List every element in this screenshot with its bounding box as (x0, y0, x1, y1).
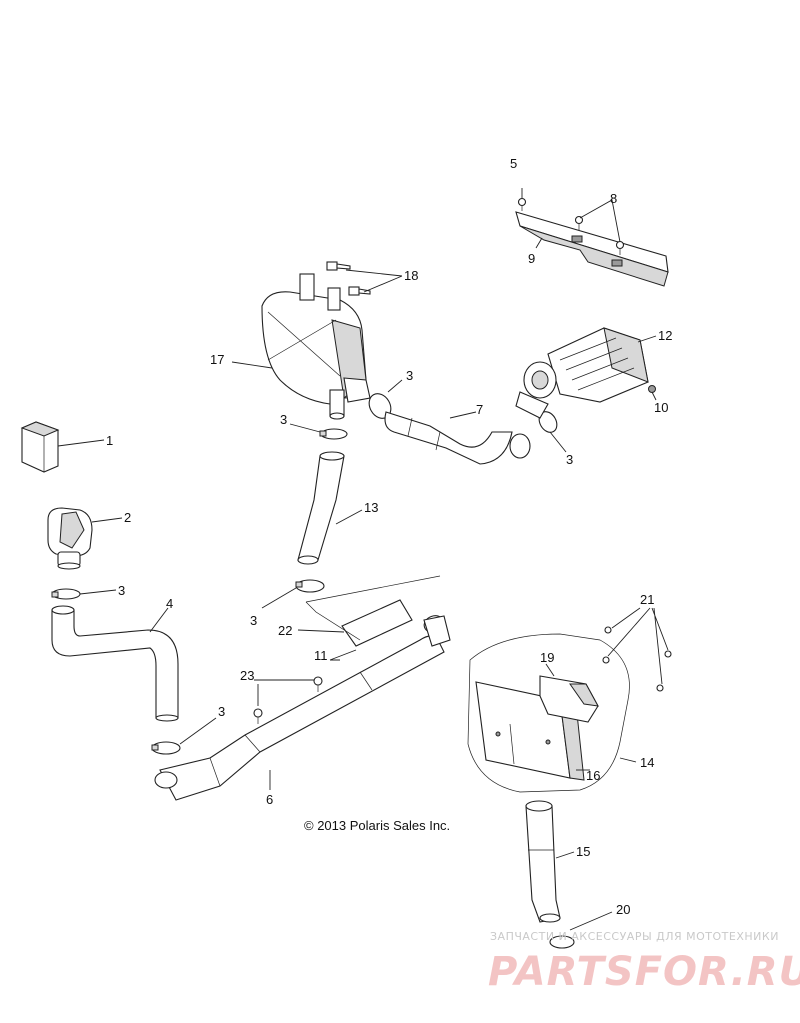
part-8-screw-a (574, 215, 584, 230)
part-7-hose (384, 411, 531, 465)
watermark-brand: PARTSFOR.RU (488, 949, 800, 995)
callout-20: 20 (616, 902, 630, 917)
part-3-clamp-hose13-top (319, 428, 348, 440)
part-23-screw-a (313, 676, 323, 692)
callout-13: 13 (364, 500, 378, 515)
callout-18: 18 (404, 268, 418, 283)
part-12-blower (515, 327, 649, 419)
callout-12: 12 (658, 328, 672, 343)
part-22-pad (341, 599, 413, 647)
callout-10: 10 (654, 400, 668, 415)
part-3-clamp-left (51, 588, 81, 600)
callout-3-lower: 3 (218, 704, 225, 719)
callout-labels: 1 2 3 3 3 3 3 3 4 5 6 7 8 9 10 11 12 13 … (106, 156, 672, 917)
part-21-screw-b (602, 656, 610, 664)
part-2-intake-cap (47, 507, 93, 570)
part-20-clamp (549, 935, 575, 949)
callout-6: 6 (266, 792, 273, 807)
callout-17: 17 (210, 352, 224, 367)
callout-3-airbox: 3 (406, 368, 413, 383)
callout-9: 9 (528, 251, 535, 266)
part-21-screw-a (604, 626, 612, 634)
part-3-clamp-lower (151, 741, 181, 755)
callout-7: 7 (476, 402, 483, 417)
callout-3-left: 3 (118, 583, 125, 598)
callout-2: 2 (124, 510, 131, 525)
callout-8: 8 (610, 191, 617, 206)
callout-3-hose13-top: 3 (280, 412, 287, 427)
part-13-hose (297, 451, 345, 565)
callout-19: 19 (540, 650, 554, 665)
part-1-block (20, 421, 60, 473)
part-3-clamp-hose13-bottom (295, 579, 325, 593)
leader-lines (57, 188, 669, 931)
part-9-bracket (515, 211, 669, 287)
callout-11: 11 (314, 648, 328, 663)
part-21-screw-d (656, 684, 664, 692)
callout-4: 4 (166, 596, 173, 611)
callout-23: 23 (240, 668, 254, 683)
part-5-screw (517, 197, 527, 211)
callout-22: 22 (278, 623, 292, 638)
callout-14: 14 (640, 755, 654, 770)
part-15-hose (525, 800, 561, 923)
callout-1: 1 (106, 433, 113, 448)
callout-21: 21 (640, 592, 654, 607)
part-10-nut (648, 385, 656, 393)
copyright-text: © 2013 Polaris Sales Inc. (304, 818, 450, 833)
part-21-screw-c (664, 650, 672, 658)
part-18-bolt-b (348, 286, 371, 296)
callout-3-blower: 3 (566, 452, 573, 467)
part-23-screw-b (253, 708, 263, 724)
callout-16: 16 (586, 768, 600, 783)
callout-3-hose13-bottom: 3 (250, 613, 257, 628)
callout-5: 5 (510, 156, 517, 171)
part-4-elbow-hose (51, 605, 179, 722)
watermark-tagline: ЗАПЧАСТИ И АКСЕССУАРЫ ДЛЯ МОТОТЕХНИКИ (490, 930, 779, 943)
callout-15: 15 (576, 844, 590, 859)
part-18-bolt-a (326, 261, 351, 271)
part-17-airbox (261, 273, 371, 420)
part-6-duct (154, 615, 451, 801)
watermark: ЗАПЧАСТИ И АКСЕССУАРЫ ДЛЯ МОТОТЕХНИКИ PA… (488, 930, 800, 995)
part-19-foam (539, 675, 599, 723)
